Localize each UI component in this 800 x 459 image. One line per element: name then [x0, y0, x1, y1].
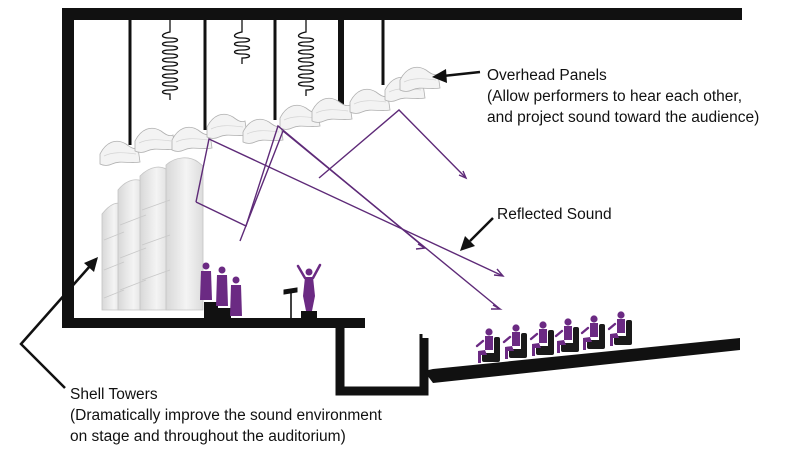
reflected-sound-label: Reflected Sound	[497, 204, 612, 225]
shell-towers-desc-line1: (Dramatically improve the sound environm…	[70, 407, 382, 424]
panel-icon	[349, 88, 391, 114]
hall-structure	[62, 8, 742, 396]
performer-icon	[230, 276, 242, 316]
audience-member-icon	[607, 310, 634, 348]
sound-arrowhead	[458, 170, 468, 180]
shell-tower	[139, 166, 171, 311]
audience-floor	[424, 338, 740, 383]
arrowhead-icon	[432, 69, 447, 83]
counterweight-spring-icon	[161, 20, 179, 100]
sound-path	[239, 129, 501, 310]
sound-path	[195, 137, 504, 277]
callout-arrows	[19, 69, 494, 389]
panel-icon	[171, 126, 213, 152]
overhead-panels-title: Overhead Panels	[487, 67, 607, 84]
audience-member-icon	[529, 320, 556, 358]
choir-riser	[204, 302, 231, 318]
panel-icon	[134, 127, 176, 153]
reflected-callout-arrow	[469, 217, 494, 242]
ceiling	[62, 8, 742, 20]
back-wall	[62, 8, 74, 328]
conductor-icon	[296, 263, 322, 311]
stage-floor	[62, 318, 365, 328]
overhead-panels-desc-line2: and project sound toward the audience)	[487, 109, 760, 126]
performer-icon	[200, 262, 212, 300]
performer-icon	[216, 266, 228, 306]
reflected-sound-title: Reflected Sound	[497, 206, 612, 223]
shell-towers-title: Shell Towers	[70, 386, 158, 403]
counterweight-spring-icon	[297, 20, 315, 96]
shell-towers	[101, 157, 204, 311]
sound-arrowhead	[493, 268, 505, 277]
sound-arrowhead	[415, 243, 428, 250]
audience-member-icon	[580, 314, 607, 352]
shell-towers-desc-line2: on stage and throughout the auditorium)	[70, 428, 346, 445]
panel-icon	[399, 66, 441, 92]
sound-arrowhead	[491, 304, 503, 310]
podium	[301, 311, 317, 318]
audience-member-icon	[554, 317, 581, 355]
orchestra-pit	[335, 323, 429, 396]
rigging	[128, 20, 385, 145]
audience-member-icon	[475, 327, 502, 365]
counterweight-spring-icon	[233, 20, 251, 64]
panel-icon	[99, 140, 141, 166]
shell-towers-label: Shell Towers (Dramatically improve the s…	[70, 384, 382, 447]
sound-path	[318, 109, 467, 179]
performers	[200, 262, 322, 318]
arrowhead-icon	[460, 236, 475, 251]
shell-tower	[165, 157, 204, 311]
music-stand	[283, 287, 298, 318]
shell-callout-arrow	[19, 265, 91, 389]
panel-icon	[206, 113, 248, 139]
sound-reflection-paths	[195, 109, 505, 310]
panel-icon	[311, 97, 353, 123]
overhead-panels-desc-line1: (Allow performers to hear each other,	[487, 88, 743, 105]
overhead-panels-label: Overhead Panels (Allow performers to hea…	[487, 65, 759, 128]
panels-callout-arrow	[442, 70, 481, 78]
arrowhead-icon	[84, 257, 98, 272]
audience-member-icon	[502, 323, 529, 361]
